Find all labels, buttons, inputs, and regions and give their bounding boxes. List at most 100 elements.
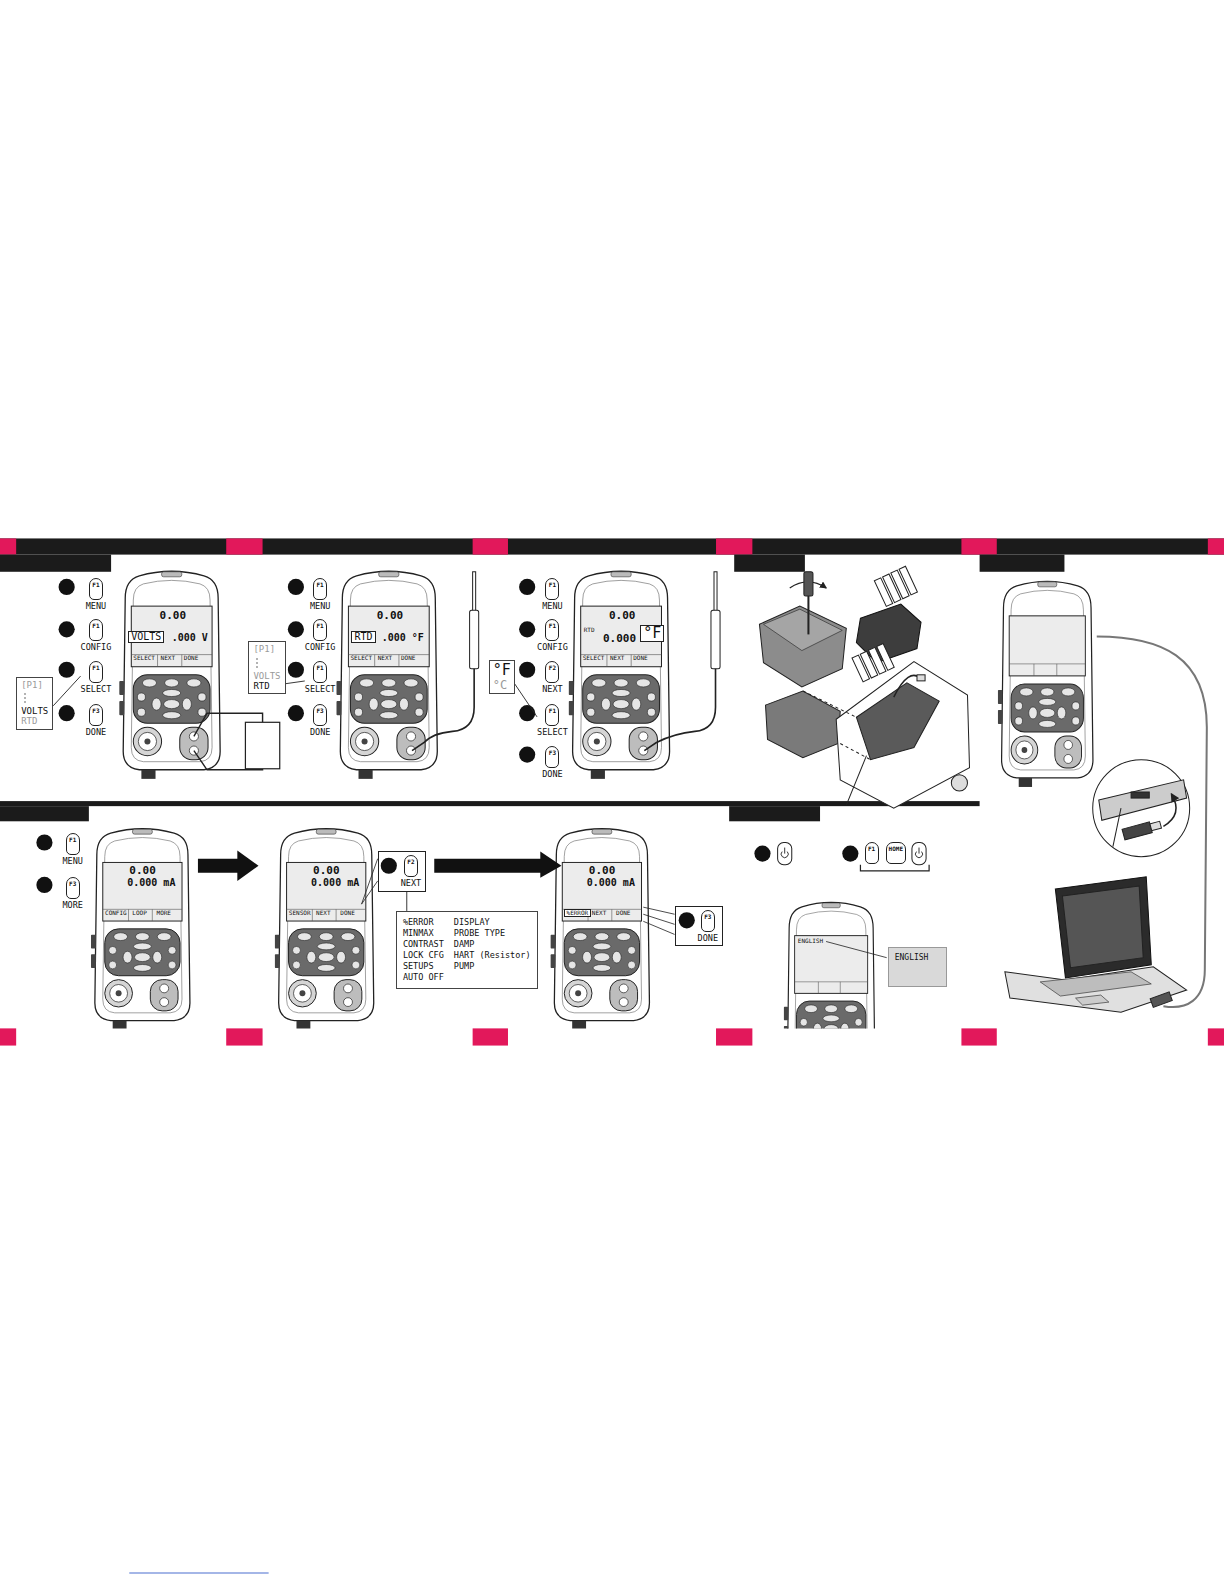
option-item: [P1]	[253, 644, 280, 654]
calibrator	[569, 571, 670, 779]
usb-plug-tip	[1150, 821, 1162, 830]
section-tab	[0, 555, 111, 572]
key-legend: F3	[545, 746, 559, 768]
pink-marker	[226, 1028, 262, 1045]
step-marker	[288, 579, 304, 595]
option-item: RTD	[253, 681, 280, 691]
key-caption: CONFIG	[81, 643, 112, 652]
pink-marker	[961, 538, 996, 554]
pink-marker	[716, 1028, 752, 1045]
black-band	[0, 801, 980, 806]
option-item: VOLTS	[21, 706, 48, 716]
key-button: F1	[865, 842, 879, 864]
softkey-label: DONE	[616, 910, 630, 916]
key-button: F1SELECT	[537, 704, 568, 737]
leader-line	[643, 921, 674, 934]
screen-readout: .000 °F	[382, 633, 424, 643]
flow-arrows	[198, 851, 562, 881]
key-legend: F3	[701, 910, 715, 932]
battery	[877, 644, 895, 671]
batteries	[874, 566, 917, 606]
key-callout: F3DONE	[675, 906, 723, 947]
step-marker	[842, 846, 858, 862]
leader-line	[515, 684, 537, 717]
softkey-label: NEXT	[610, 655, 624, 661]
screwdriver-handle	[804, 572, 813, 596]
usb-connection	[1005, 636, 1207, 1012]
option-item: [P1]	[21, 680, 48, 690]
softkey-label: CONFIG	[105, 910, 127, 916]
screen-readout: RTD	[584, 627, 595, 633]
calibrator	[784, 902, 875, 1028]
power-symbol	[781, 848, 788, 858]
leader-line	[286, 681, 305, 684]
option-item: RTD	[21, 716, 48, 726]
laptop-edge	[1099, 780, 1187, 820]
calibrator	[998, 581, 1093, 787]
ellipsis-dot	[256, 658, 258, 660]
key-button: F1MENU	[62, 833, 82, 866]
key-legend: F2	[404, 855, 418, 877]
step-marker	[754, 846, 770, 862]
screen-callout: RTD	[351, 631, 375, 643]
key-legend: HOME	[886, 842, 906, 864]
screen-readout: 0.00	[377, 610, 404, 621]
key-legend: F1	[89, 661, 103, 683]
pink-marker	[226, 538, 262, 554]
step-marker	[288, 662, 304, 678]
leader-line	[362, 881, 378, 904]
key-caption: SELECT	[537, 728, 568, 737]
probe-stem	[714, 572, 717, 612]
key-callout: F2NEXT	[378, 851, 426, 892]
step-marker	[519, 579, 535, 595]
screen-readout: .000 V	[172, 633, 208, 643]
pink-marker	[961, 1028, 996, 1045]
menu-option: DISPLAY	[454, 917, 531, 928]
ellipsis-dot	[24, 701, 26, 703]
step-marker	[59, 705, 75, 721]
pink-marker	[1208, 538, 1224, 554]
leader-line	[53, 676, 80, 706]
ellipsis-dot	[256, 662, 258, 664]
softkey-label: %ERROR	[564, 909, 592, 917]
step-marker	[519, 705, 535, 721]
power-key	[778, 843, 792, 865]
key-legend: F1	[313, 619, 327, 641]
key-button: F1SELECT	[81, 661, 112, 694]
insert-arrow	[1163, 794, 1176, 826]
screen-readout: 0.00	[160, 610, 187, 621]
menu-option: CONTRAST	[403, 939, 444, 950]
link-underline	[129, 1572, 268, 1573]
softkey-label: DONE	[401, 655, 415, 661]
screen-readout: 0.000 mA	[311, 878, 359, 888]
key-button: F3DONE	[310, 704, 330, 737]
softkey-label: NEXT	[592, 910, 606, 916]
key-button: F3MORE	[62, 877, 82, 910]
key-legend: F1	[545, 578, 559, 600]
calibrator-back	[836, 662, 969, 808]
step-marker	[519, 747, 535, 763]
step-marker	[288, 705, 304, 721]
key-button: F2NEXT	[542, 661, 562, 694]
batteries	[852, 644, 894, 682]
softkey-label: LOOP	[132, 910, 146, 916]
key-caption: DONE	[698, 934, 718, 943]
step-marker	[679, 912, 695, 928]
step-marker	[519, 662, 535, 678]
screen-readout: 0.00	[313, 865, 340, 876]
menu-option: LOCK CFG	[403, 950, 444, 961]
key-caption: MENU	[310, 602, 330, 611]
voltage-source-box	[245, 722, 279, 768]
key-button: F3DONE	[542, 746, 562, 779]
screen-readout: ENGLISH	[798, 938, 823, 944]
key-caption: MORE	[62, 901, 82, 910]
softkey-label: MORE	[157, 910, 171, 916]
battery-door	[759, 606, 846, 687]
usb-port	[1131, 792, 1149, 798]
key-button: F3DONE	[86, 704, 106, 737]
ellipsis-dot	[24, 697, 26, 699]
ellipsis-dot	[24, 693, 26, 695]
step-marker	[519, 621, 535, 637]
softkey-label: SENSOR	[289, 910, 311, 916]
softkey-label: DONE	[340, 910, 354, 916]
